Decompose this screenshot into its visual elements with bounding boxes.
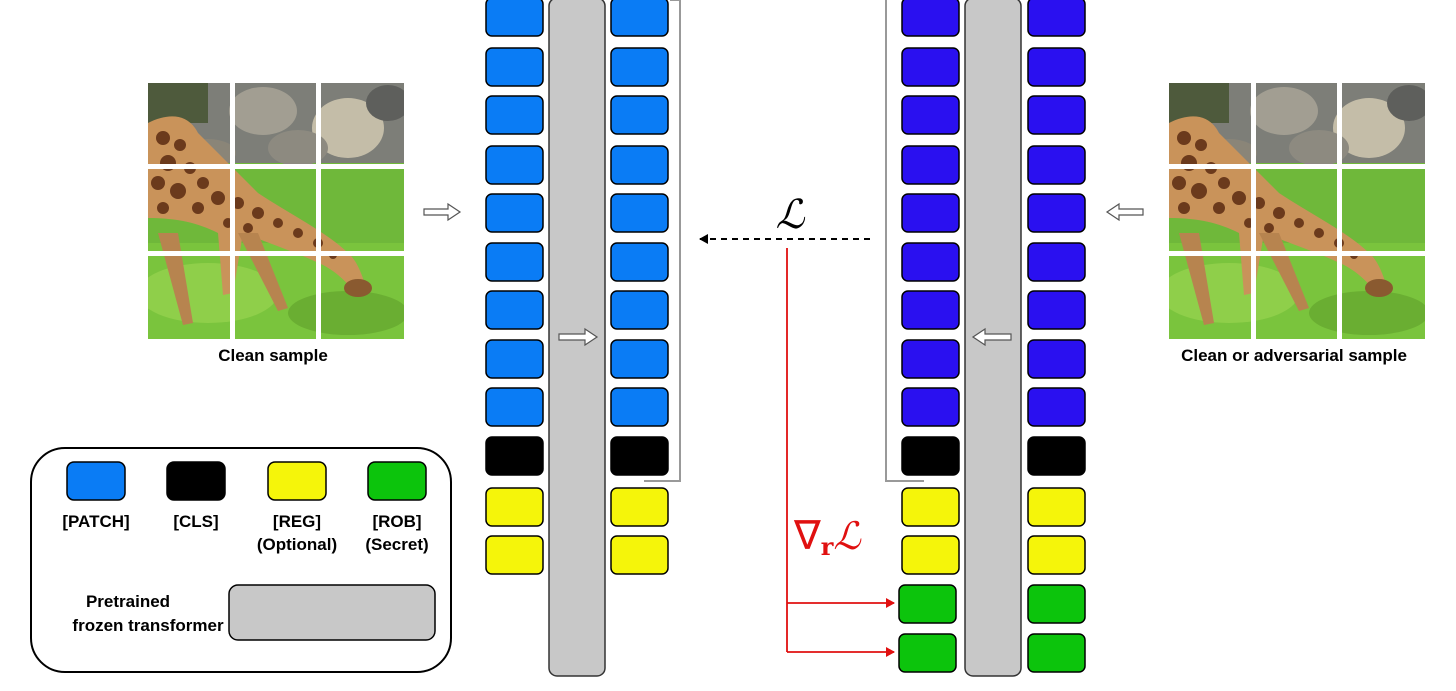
right-output-patch-token xyxy=(1027,95,1086,135)
left-input-patch-token xyxy=(485,95,544,135)
right-input-rob-token xyxy=(898,633,957,673)
right-output-patch-token xyxy=(1027,290,1086,330)
left-output-reg-token xyxy=(610,487,669,527)
left-input-reg-token xyxy=(485,487,544,527)
legend-rob-swatch xyxy=(367,461,427,501)
right-input-cls-token xyxy=(901,436,960,476)
left-input-patch-token xyxy=(485,339,544,379)
gradient-loss: ℒ xyxy=(833,514,862,558)
right-output-patch-token xyxy=(1027,0,1086,37)
left-input-patch-token xyxy=(485,387,544,427)
right-input-patch-token xyxy=(901,193,960,233)
right-output-bracket xyxy=(885,0,924,482)
legend-patch-label: [PATCH] xyxy=(62,512,129,531)
left-output-bracket xyxy=(644,0,681,482)
right-input-patch-token xyxy=(901,290,960,330)
left-output-patch-token xyxy=(610,339,669,379)
legend-rob-label: [ROB] xyxy=(372,512,421,531)
clean-or-adversarial-label: Clean or adversarial sample xyxy=(1181,346,1407,365)
right-input-patch-token xyxy=(901,0,960,37)
clean-sample-label: Clean sample xyxy=(218,346,328,365)
loss-symbol: ℒ xyxy=(776,192,806,238)
legend-reg-sublabel: (Optional) xyxy=(257,535,337,554)
right-output-patch-token xyxy=(1027,193,1086,233)
left-output-cls-token xyxy=(610,436,669,476)
left-output-patch-token xyxy=(610,95,669,135)
left-output-patch-token xyxy=(610,145,669,185)
right-input-patch-token xyxy=(901,47,960,87)
left-input-patch-token xyxy=(485,145,544,185)
left-output-patch-token xyxy=(610,242,669,282)
left-output-patch-token xyxy=(610,47,669,87)
left-input-cls-token xyxy=(485,436,544,476)
right-input-patch-token xyxy=(901,145,960,185)
left-input-patch-token xyxy=(485,193,544,233)
gradient-subscript: r xyxy=(821,532,834,561)
right-output-patch-token xyxy=(1027,47,1086,87)
right-input-patch-token xyxy=(901,387,960,427)
legend-transformer-swatch xyxy=(228,584,436,641)
left-output-reg-token xyxy=(610,535,669,575)
legend-transformer-sublabel: frozen transformer xyxy=(72,616,224,635)
legend-rob-sublabel: (Secret) xyxy=(365,535,428,554)
input-arrow-left-icon xyxy=(423,202,462,222)
right-output-rob-token xyxy=(1027,633,1086,673)
legend-cls-label: [CLS] xyxy=(173,512,218,531)
legend-transformer-label: Pretrained xyxy=(86,592,170,611)
left-transformer-arrow-icon xyxy=(558,327,599,347)
right-output-reg-token xyxy=(1027,535,1086,575)
gradient-label: ∇rℒ xyxy=(793,513,862,561)
left-output-patch-token xyxy=(610,387,669,427)
left-output-patch-token xyxy=(610,0,669,37)
right-output-cls-token xyxy=(1027,436,1086,476)
right-transformer-arrow-icon xyxy=(971,327,1012,347)
legend-reg-swatch xyxy=(267,461,327,501)
right-input-reg-token xyxy=(901,535,960,575)
legend-patch-swatch xyxy=(66,461,126,501)
right-input-patch-token xyxy=(901,339,960,379)
right-input-reg-token xyxy=(901,487,960,527)
right-output-patch-token xyxy=(1027,339,1086,379)
legend-reg-label: [REG] xyxy=(273,512,321,531)
left-input-patch-token xyxy=(485,47,544,87)
input-arrow-right-icon xyxy=(1105,202,1144,222)
clean-sample-image xyxy=(148,83,404,339)
right-input-patch-token xyxy=(901,95,960,135)
right-output-reg-token xyxy=(1027,487,1086,527)
right-output-patch-token xyxy=(1027,387,1086,427)
right-output-rob-token xyxy=(1027,584,1086,624)
left-input-reg-token xyxy=(485,535,544,575)
gradient-nabla: ∇ xyxy=(793,513,821,559)
left-input-patch-token xyxy=(485,0,544,37)
left-input-patch-token xyxy=(485,242,544,282)
right-input-patch-token xyxy=(901,242,960,282)
left-input-patch-token xyxy=(485,290,544,330)
right-output-patch-token xyxy=(1027,145,1086,185)
left-output-patch-token xyxy=(610,193,669,233)
right-input-rob-token xyxy=(898,584,957,624)
legend-cls-swatch xyxy=(166,461,226,501)
left-output-patch-token xyxy=(610,290,669,330)
right-output-patch-token xyxy=(1027,242,1086,282)
clean-or-adversarial-image xyxy=(1169,83,1425,339)
